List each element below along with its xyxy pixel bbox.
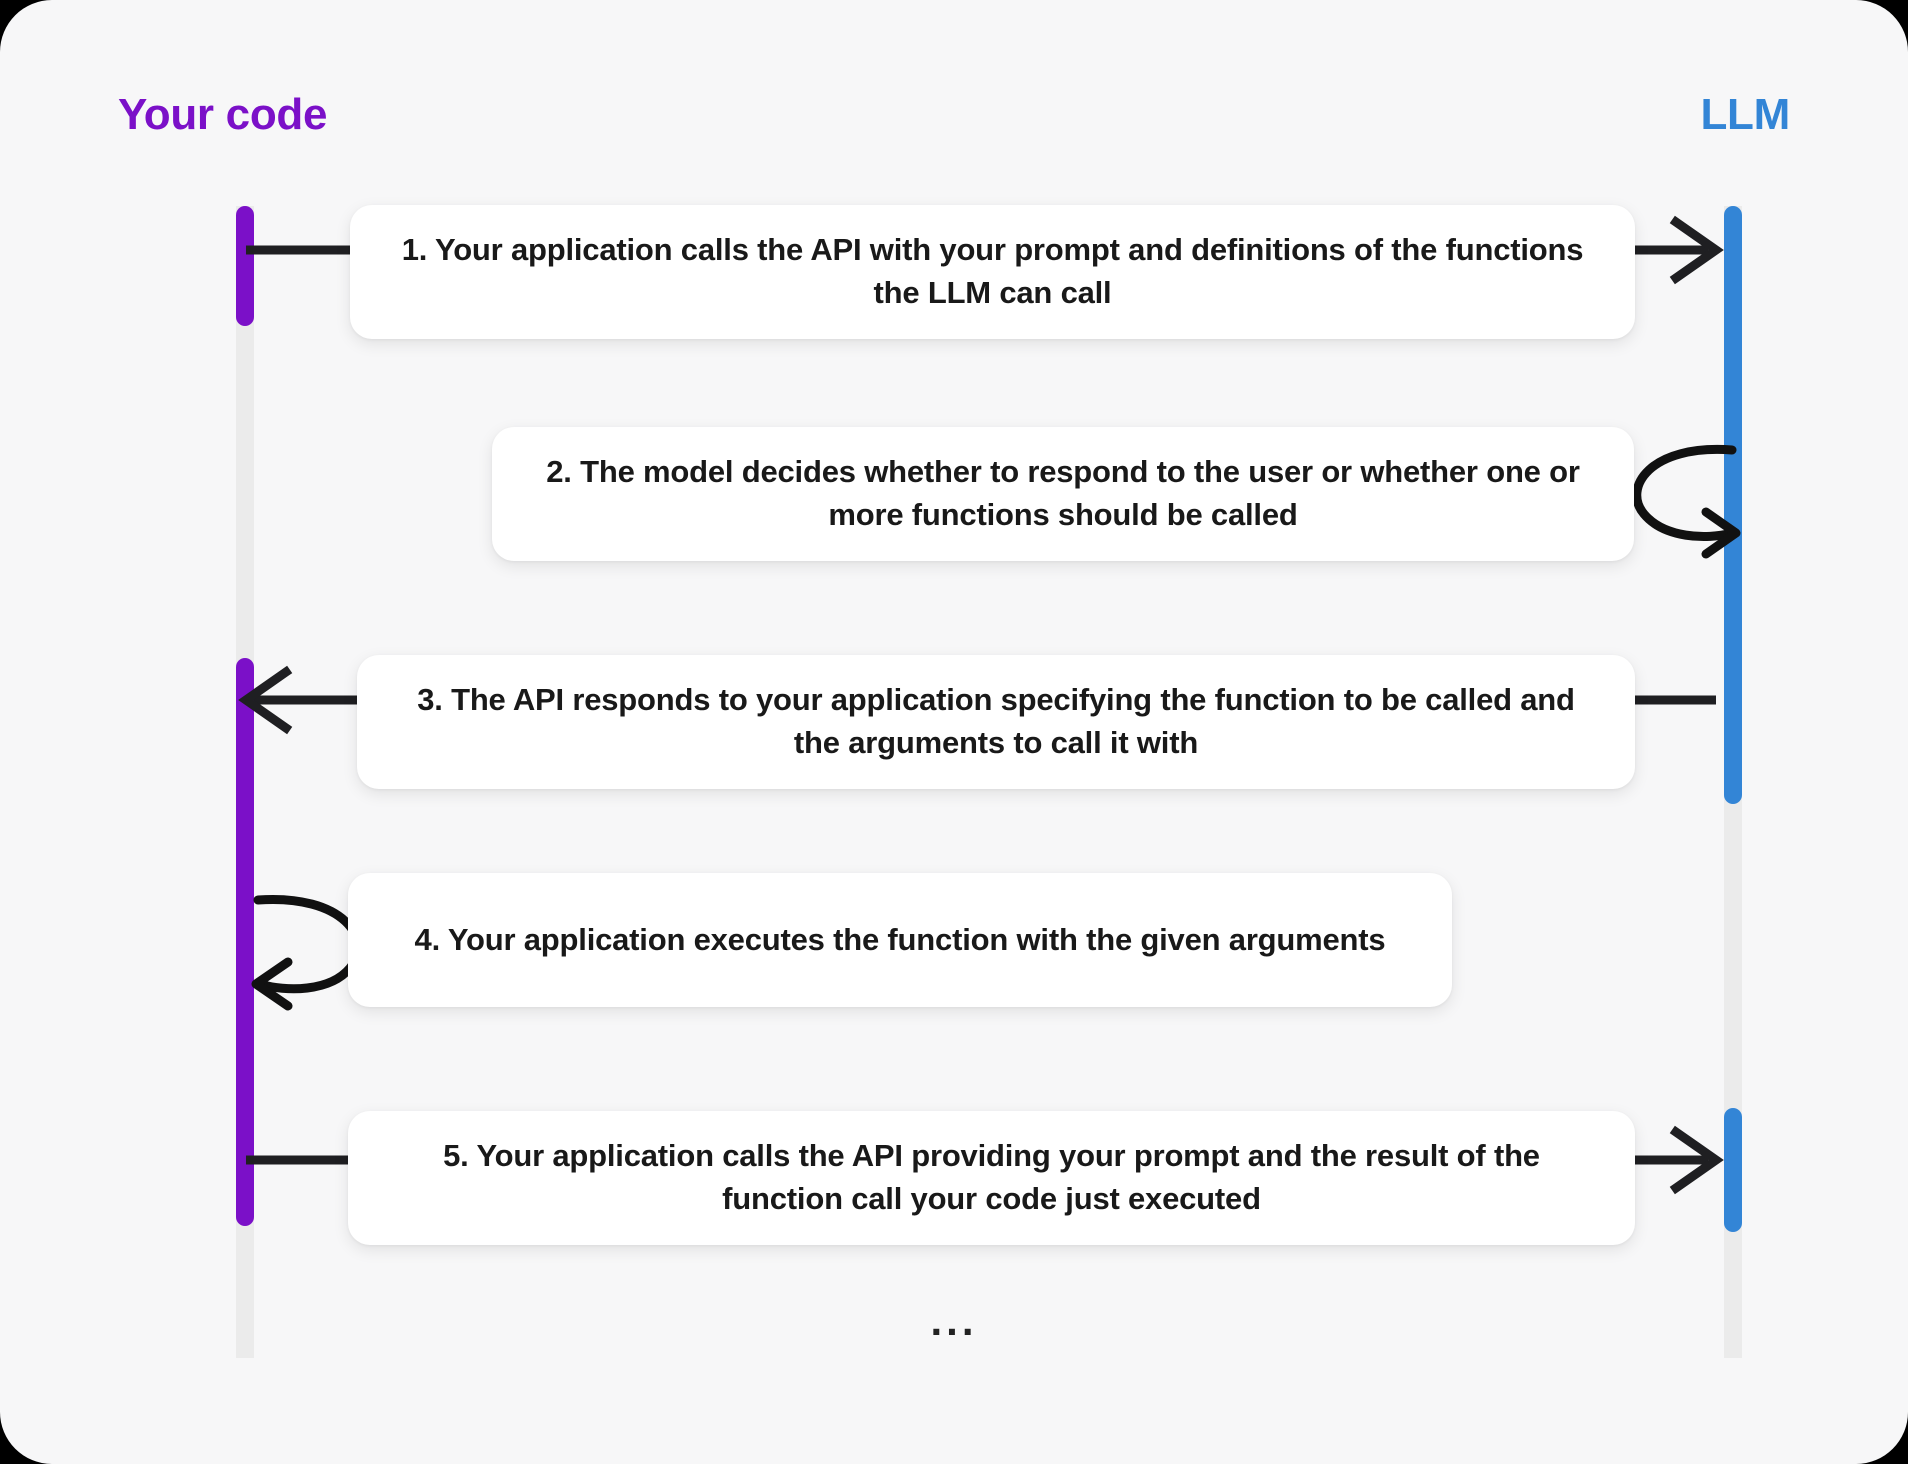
message-box-step-5: 5. Your application calls the API provid… [348,1111,1635,1245]
message-box-step-3: 3. The API responds to your application … [357,655,1635,789]
activation-bar-your-code-2 [236,658,254,1226]
continuation-ellipsis: ... [930,1297,978,1344]
message-text-step-2: 2. The model decides whether to respond … [546,454,1580,532]
message-box-step-1: 1. Your application calls the API with y… [350,205,1635,339]
lifeline-label-llm: LLM [1700,90,1790,139]
activation-bar-your-code-1 [236,206,254,326]
message-text-step-5: 5. Your application calls the API provid… [443,1138,1540,1216]
activation-bar-llm-1 [1724,206,1742,804]
lifeline-label-your-code: Your code [118,90,328,139]
message-text-step-4: 4. Your application executes the functio… [414,921,1386,957]
message-text-step-1: 1. Your application calls the API with y… [401,232,1584,310]
message-text-step-3: 3. The API responds to your application … [417,682,1575,760]
activation-bar-llm-2 [1724,1108,1742,1232]
message-box-step-2: 2. The model decides whether to respond … [492,427,1634,561]
message-box-step-4: 4. Your application executes the functio… [348,873,1452,1007]
self-loop-arrow-icon-step-2 [1632,444,1741,559]
